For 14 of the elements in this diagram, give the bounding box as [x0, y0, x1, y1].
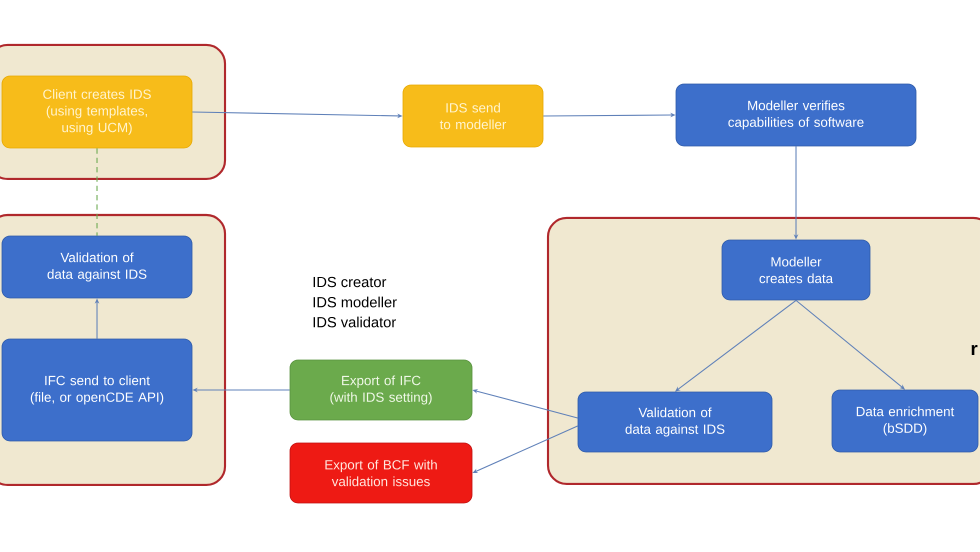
process-box: Validation of data against IDS	[2, 236, 192, 298]
process-box: Export of IFC (with IDS setting)	[290, 360, 472, 420]
label-text: IDS modeller	[314, 296, 397, 308]
process-box: Modeller verifies capabilities of software	[676, 84, 916, 146]
label-text: IDS validator	[314, 316, 396, 328]
process-box: Modeller creates data	[722, 240, 870, 300]
process-box: Client creates IDS (using templates, using UCM)	[2, 76, 192, 148]
label-text: IDS creator	[314, 276, 386, 288]
process-box: IDS send to modeller	[402, 84, 544, 148]
label-text: r	[972, 344, 978, 356]
process-box: Export of BCF with validation issues	[290, 442, 472, 504]
process-box: IFC send to client (file, or openCDE API)	[2, 338, 192, 442]
process-box: Validation of data against IDS	[578, 392, 772, 452]
process-box: Data enrichment (bSDD)	[832, 390, 978, 452]
